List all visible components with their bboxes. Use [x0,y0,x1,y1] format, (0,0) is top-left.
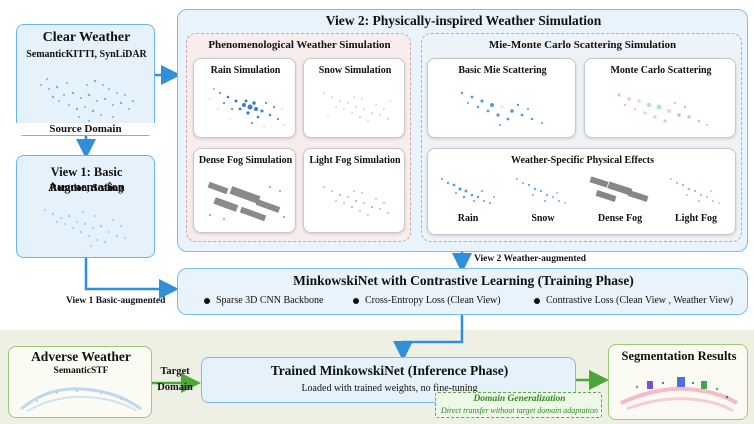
snow-simulation-panel: Snow Simulation [303,58,405,138]
segmentation-title: Segmentation Results [621,349,737,363]
effect-light-fog-label: Light Fog [675,213,717,224]
effect-dense-fog-tile: Dense Fog [584,171,656,227]
adverse-weather-point-cloud [20,387,142,412]
inference-box: Trained MinkowskiNet (Inference Phase) L… [201,357,576,403]
training-item-contrastive-loss-label: Contrastive Loss (Clean View , Weather V… [546,295,734,306]
effect-snow-point-cloud [516,178,566,204]
light-fog-point-cloud [323,186,389,216]
phenomenological-title: Phenomenological Weather Simulation [208,39,391,51]
view1-arrow-label: View 1 Basic-augmented [66,296,166,306]
training-item-ce-loss-label: Cross-Entropy Loss (Clean View) [365,295,501,306]
effect-rain-tile: Rain [434,171,502,227]
effect-rain-label: Rain [457,213,479,224]
light-fog-simulation-panel: Light Fog Simulation [303,148,405,233]
clear-weather-box: Clear Weather SemanticKITTI, SynLiDAR [16,24,155,136]
segmentation-point-cloud [620,377,739,413]
segmentation-box: Segmentation Results [608,344,748,420]
bullet-icon [534,297,540,304]
mie-monte-carlo-title: Mie-Monte Carlo Scattering Simulation [488,39,677,51]
target-domain-label: Target Domain [152,366,198,394]
dense-fog-simulation-title: Dense Fog Simulation [198,155,293,166]
view2-arrow-label: View 2 Weather-augmented [474,254,587,264]
weather-effects-title: Weather-Specific Physical Effects [511,155,654,166]
clear-weather-datasets: SemanticKITTI, SynLiDAR [26,49,147,60]
rain-point-cloud [209,88,285,128]
effect-rain-point-cloud [441,178,495,204]
bullet-icon [204,297,210,304]
rain-simulation-panel: Rain Simulation [193,58,296,138]
clear-weather-point-cloud [40,78,135,122]
source-domain-label: Source Domain [16,123,155,135]
target-domain-line1: Target [160,366,190,377]
dense-fog-simulation-panel: Dense Fog Simulation [193,148,296,233]
training-title: MinkowskiNet with Contrastive Learning (… [293,273,634,288]
domain-generalization-box: Domain Generalization Direct transfer wi… [435,392,602,418]
target-domain-line2: Domain [157,382,193,393]
snow-simulation-title: Snow Simulation [318,65,392,76]
view1-title: View 1: Basic Augmentation [48,165,125,194]
training-box: MinkowskiNet with Contrastive Learning (… [177,268,748,315]
weather-effects-panel: Weather-Specific Physical Effects [427,148,736,235]
inference-title: Trained MinkowskiNet (Inference Phase) [270,363,509,378]
monte-carlo-point-cloud [617,93,708,126]
effect-light-fog-tile: Light Fog [661,171,731,227]
view2-title: View 2: Physically-inspired Weather Simu… [325,13,602,28]
training-item-backbone-label: Sparse 3D CNN Backbone [216,295,324,306]
view1-subtitle: Rotation, Scaling [49,183,124,194]
adverse-weather-title: Adverse Weather [31,349,131,364]
domain-generalization-title: Domain Generalization [473,394,566,404]
adverse-weather-box: Adverse Weather SemanticSTF [8,346,152,418]
monte-carlo-panel: Monte Carlo Scattering [584,58,736,138]
adverse-weather-dataset: SemanticSTF [53,366,109,376]
clear-weather-title: Clear Weather [42,30,131,45]
effect-dense-fog-point-cloud [589,176,649,202]
view1-point-cloud [44,209,126,247]
monte-carlo-title: Monte Carlo Scattering [610,65,712,76]
inference-subtitle: Loaded with trained weights, no fine-tun… [301,383,478,394]
effect-light-fog-point-cloud [670,178,720,204]
effect-snow-label: Snow [531,213,555,224]
domain-generalization-subtitle: Direct transfer without target domain ad… [441,406,598,415]
training-item-ce-loss: Cross-Entropy Loss (Clean View) [353,295,533,306]
dense-fog-point-cloud [207,181,285,222]
effect-snow-tile: Snow [509,171,577,227]
light-fog-simulation-title: Light Fog Simulation [309,155,401,166]
view1-box: View 1: Basic Augmentation Rotation, Sca… [16,155,155,258]
basic-mie-panel: Basic Mie Scattering [427,58,576,138]
rain-simulation-title: Rain Simulation [210,65,281,76]
training-item-backbone: Sparse 3D CNN Backbone [204,295,364,306]
basic-mie-title: Basic Mie Scattering [458,65,547,76]
effect-dense-fog-label: Dense Fog [597,213,643,224]
snow-point-cloud [323,92,391,122]
bullet-icon [353,297,359,304]
basic-mie-point-cloud [460,91,543,126]
training-item-contrastive-loss: Contrastive Loss (Clean View , Weather V… [534,295,746,306]
